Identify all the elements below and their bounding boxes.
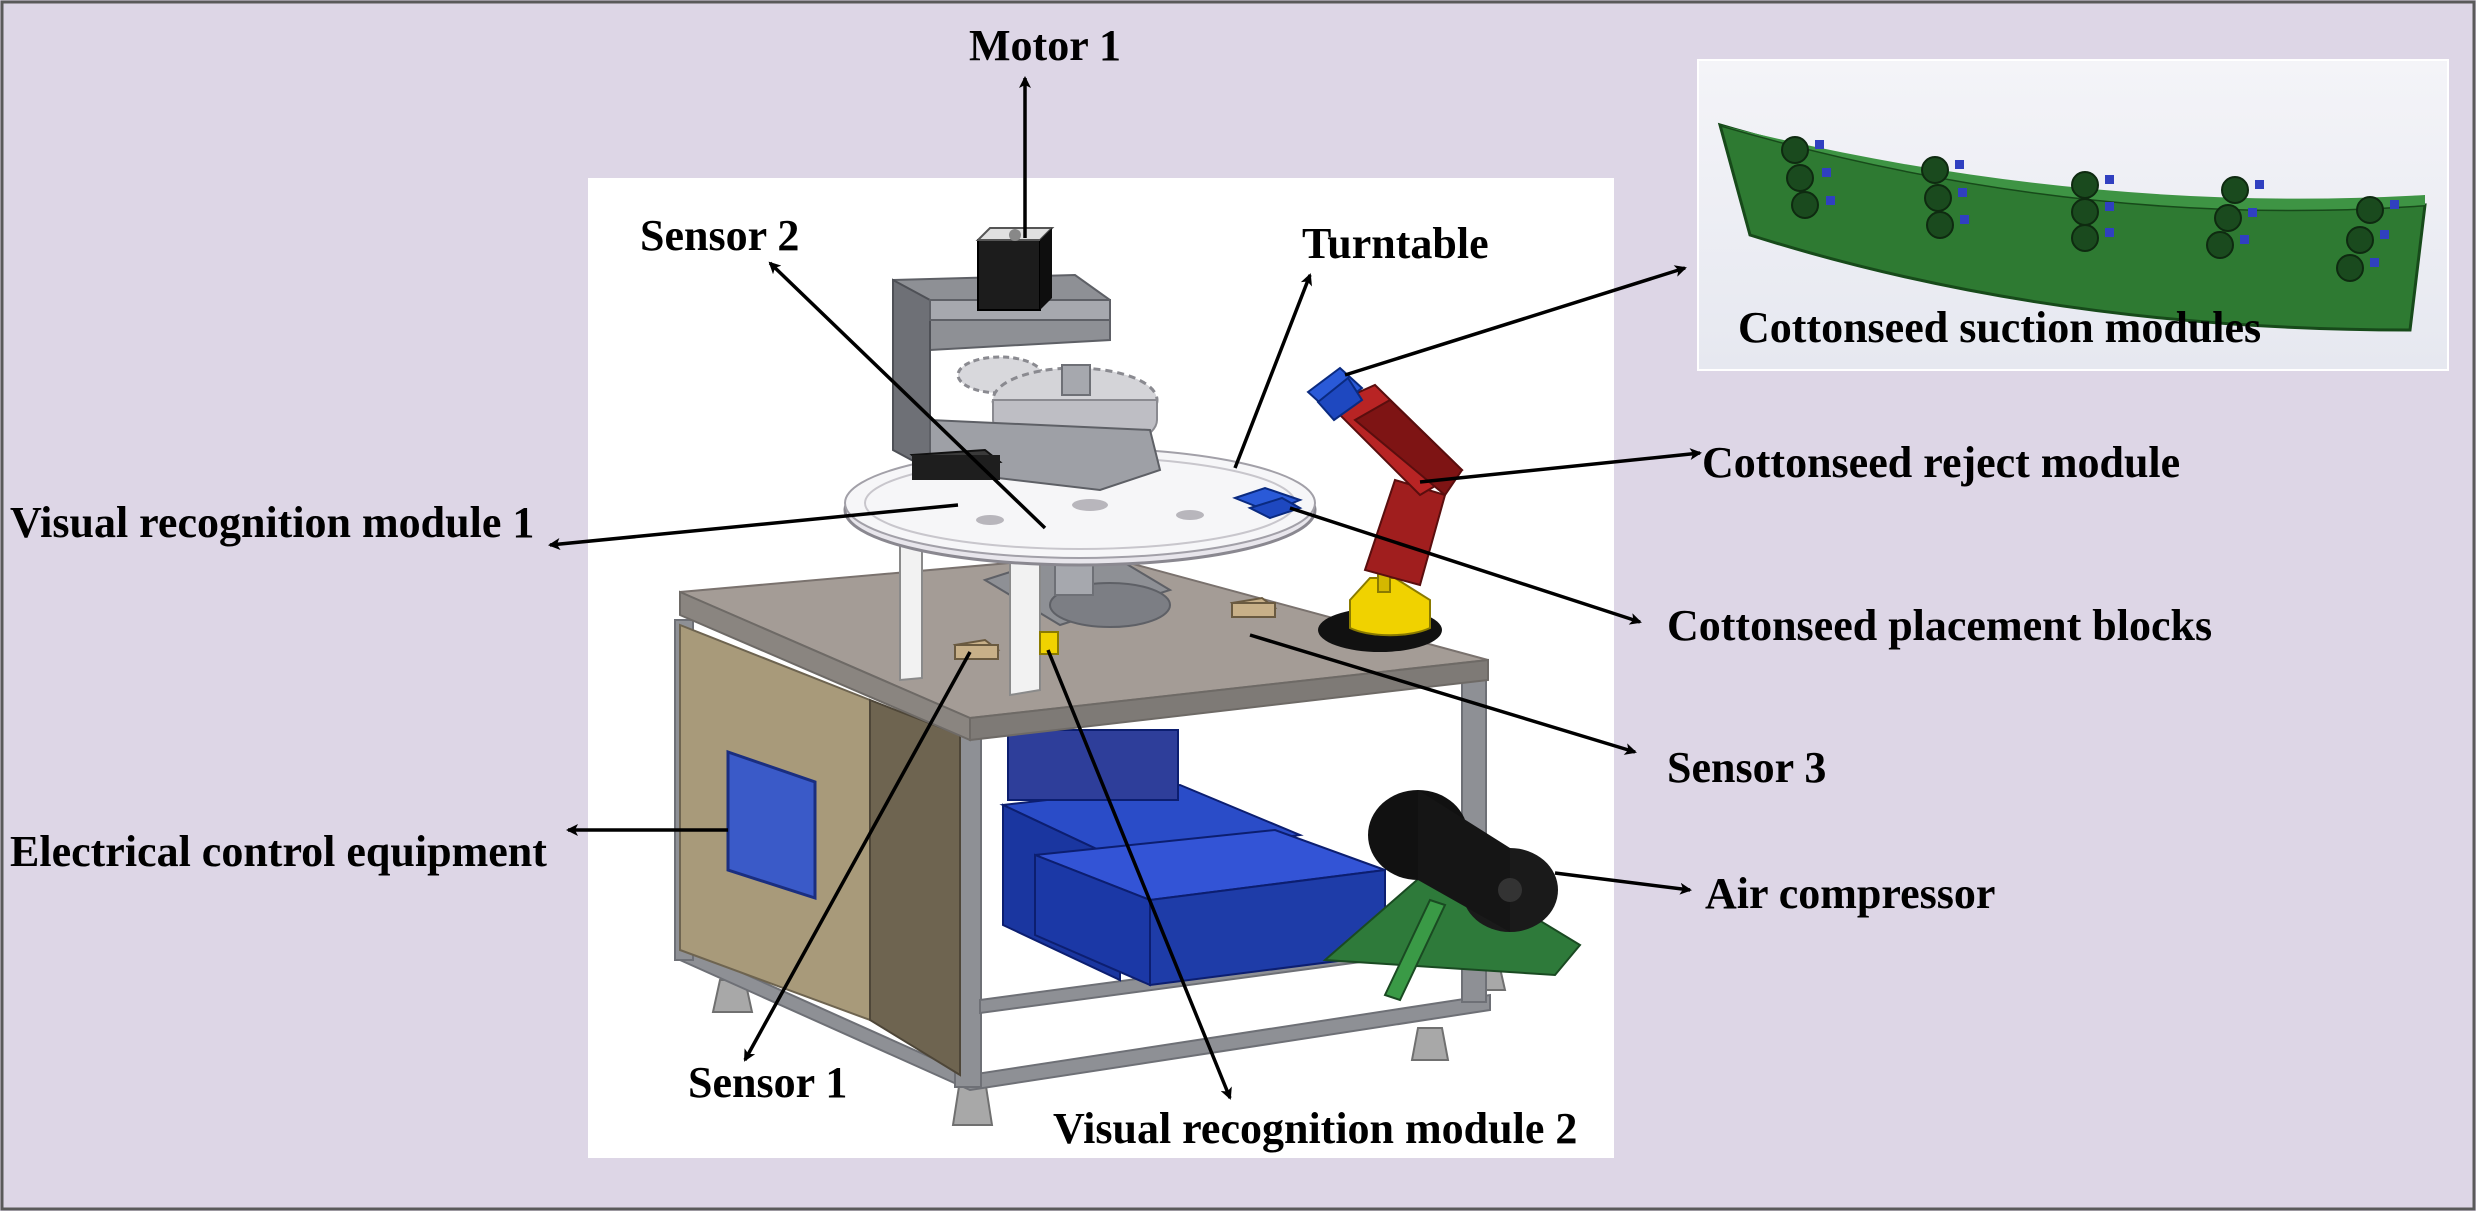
label-sensor-3: Sensor 3 [1667,743,1826,792]
gear-assembly [892,273,1162,492]
arrow-reject-module [1419,448,1702,484]
arrow-visual-recognition-2 [1046,649,1232,1100]
arrow-suction-modules [1344,265,1687,377]
label-visual-recognition-module-1: Visual recognition module 1 [10,498,534,547]
camera-box [909,448,1003,480]
arrow-air-compressor [1554,871,1692,895]
callout-arrows [548,76,1702,1100]
machine-illustration [674,122,2427,1126]
label-cottonseed-placement-blocks: Cottonseed placement blocks [1667,601,2212,650]
table-top [679,553,1489,742]
label-air-compressor: Air compressor [1705,869,1995,918]
label-turntable: Turntable [1302,219,1489,268]
sensor-blocks [952,596,1278,660]
arrow-turntable [1233,273,1312,469]
air-compressor-illustration [1322,790,1582,1002]
arrow-sensor-2 [768,261,1047,530]
arrow-sensor-3 [1249,633,1637,755]
callout-labels: Motor 1 Sensor 2 Turntable Cottonseed su… [10,21,2261,1153]
reject-module-arm [1306,366,1464,652]
label-cottonseed-suction-modules: Cottonseed suction modules [1738,303,2261,352]
label-sensor-2: Sensor 2 [640,211,799,260]
placement-blocks [1232,486,1303,520]
label-cottonseed-reject-module: Cottonseed reject module [1702,438,2180,487]
arrow-placement-blocks [1289,506,1642,625]
label-visual-recognition-module-2: Visual recognition module 2 [1053,1104,1577,1153]
motor-1-illustration [975,227,1055,311]
suction-modules-illustration [1717,122,2427,332]
arrow-visual-recognition-1 [548,503,959,550]
label-sensor-1: Sensor 1 [688,1058,847,1107]
arrow-sensor-1 [743,651,972,1062]
label-electrical-control-equipment: Electrical control equipment [10,827,547,876]
label-motor-1: Motor 1 [969,21,1121,70]
